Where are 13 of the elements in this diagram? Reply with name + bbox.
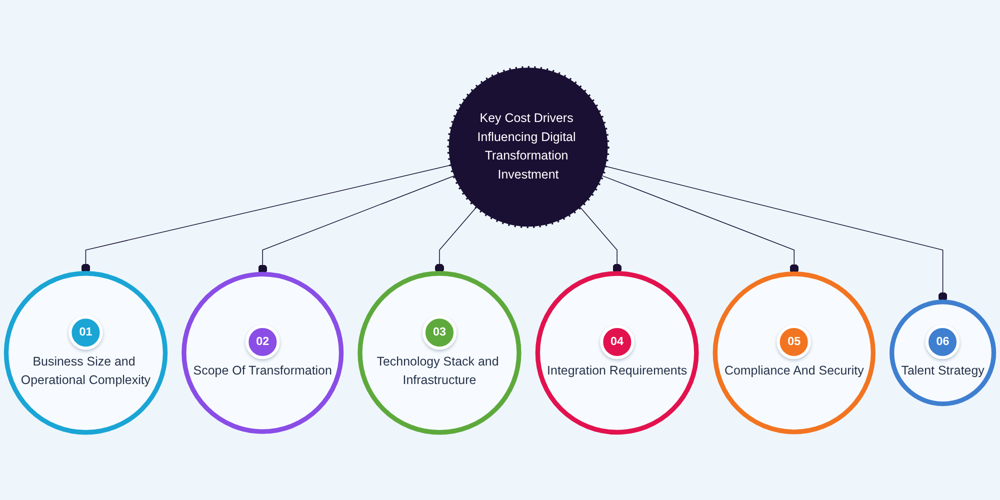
node-circle: 03 Technology Stack and Infrastructure	[358, 271, 522, 435]
connector	[434, 206, 477, 274]
node-circle: 04 Integration Requirements	[535, 271, 699, 435]
node-circle: 06 Talent Strategy	[890, 300, 996, 406]
connector	[605, 166, 948, 302]
connector	[258, 175, 455, 275]
connector	[602, 175, 799, 274]
node-circle: Key Cost Drivers Influencing Digital Transformation Investment	[447, 66, 610, 228]
node-circle: 01 Business Size and Operational Complexity	[4, 271, 168, 435]
connector	[580, 206, 622, 274]
connector	[81, 164, 452, 274]
node-circle: 02 Scope Of Transformation	[182, 272, 344, 434]
node-circle: 05 Compliance And Security	[712, 272, 876, 434]
